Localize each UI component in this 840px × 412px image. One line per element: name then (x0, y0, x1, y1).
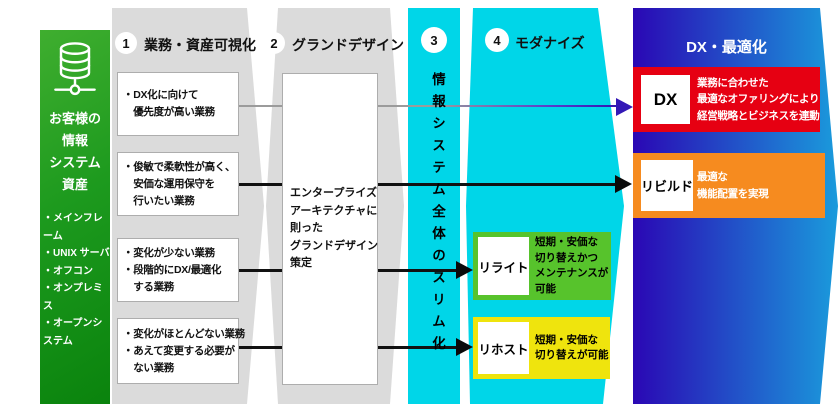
customer-assets-title: お客様の 情報 システム 資産 (48, 111, 101, 192)
step1-title: 業務・資産可視化 (144, 37, 256, 53)
rebuild-item: リビルド 最適な 機能配置を実現 (633, 153, 825, 218)
rehost-item: リホスト 短期・安価な 切り替えが可能 (473, 317, 610, 379)
rewrite-description: 短期・安価な 切り替えかつ メンテナンスが 可能 (535, 236, 609, 295)
step4-number: 4 (485, 28, 509, 52)
dx-panel-title: DX・最適化 (686, 39, 767, 56)
rehost-label: リホスト (478, 322, 529, 374)
asset-item: ・オフコン (43, 265, 93, 277)
step4-title: モダナイズ (515, 35, 585, 51)
connector-line-dx (236, 105, 620, 107)
task-box-agile: ・俊敏で柔軟性が高く、 安価な運用保守を 行いたい業務 (117, 152, 239, 216)
rewrite-item: リライト 短期・安価な 切り替えかつ メンテナンスが 可能 (473, 232, 611, 300)
grand-design-box: エンタープライズ アーキテクチャに 則った グランドデザイン 策定 (282, 73, 378, 385)
rebuild-description: 最適な 機能配置を実現 (697, 171, 769, 200)
step2-number: 2 (263, 32, 285, 54)
asset-item: ・オープンシステム (43, 318, 103, 347)
dx-item: DX 業務に合わせた 最適なオファリングにより 経営戦略とビジネスを連動 (633, 67, 820, 132)
dx-label: DX (641, 75, 690, 124)
rehost-description: 短期・安価な 切り替えが可能 (535, 333, 609, 362)
dx-description: 業務に合わせた 最適なオファリングにより 経営戦略とビジネスを連動 (697, 76, 820, 122)
slim-down-vertical-text: 情報システム全体のスリム化 (430, 72, 445, 358)
rebuild-label: リビルド (641, 160, 693, 211)
step3-bar (408, 8, 460, 404)
arrowhead-dx-icon (616, 98, 633, 116)
step1-number: 1 (115, 32, 137, 54)
connector-line-rebuild (236, 183, 618, 186)
arrowhead-rebuild-icon (615, 175, 632, 193)
asset-item: ・オンプレミス (43, 283, 103, 312)
customer-assets-panel: お客様の 情報 システム 資産 ・メインフレーム ・UNIX サーバ ・オフコン… (40, 30, 110, 404)
database-network-icon (54, 42, 96, 96)
task-box-low-change: ・変化が少ない業務 ・段階的にDX/最適化 する業務 (117, 238, 239, 302)
task-box-no-change: ・変化がほとんどない業務 ・あえて変更する必要が ない業務 (117, 318, 245, 384)
rewrite-label: リライト (478, 237, 529, 295)
step2-title: グランドデザイン (292, 37, 404, 53)
asset-list: ・メインフレーム ・UNIX サーバ ・オフコン ・オンプレミス ・オープンシス… (40, 210, 110, 350)
asset-item: ・UNIX サーバ (43, 248, 110, 259)
task-box-dx-priority: ・DX化に向けて 優先度が高い業務 (117, 72, 239, 136)
arrowhead-rewrite-icon (456, 261, 473, 279)
step3-number: 3 (421, 27, 447, 53)
asset-item: ・メインフレーム (43, 213, 103, 242)
arrowhead-rehost-icon (456, 338, 473, 356)
dx-panel: DX・最適化 DX 業務に合わせた 最適なオファリングにより 経営戦略とビジネス… (633, 8, 838, 404)
